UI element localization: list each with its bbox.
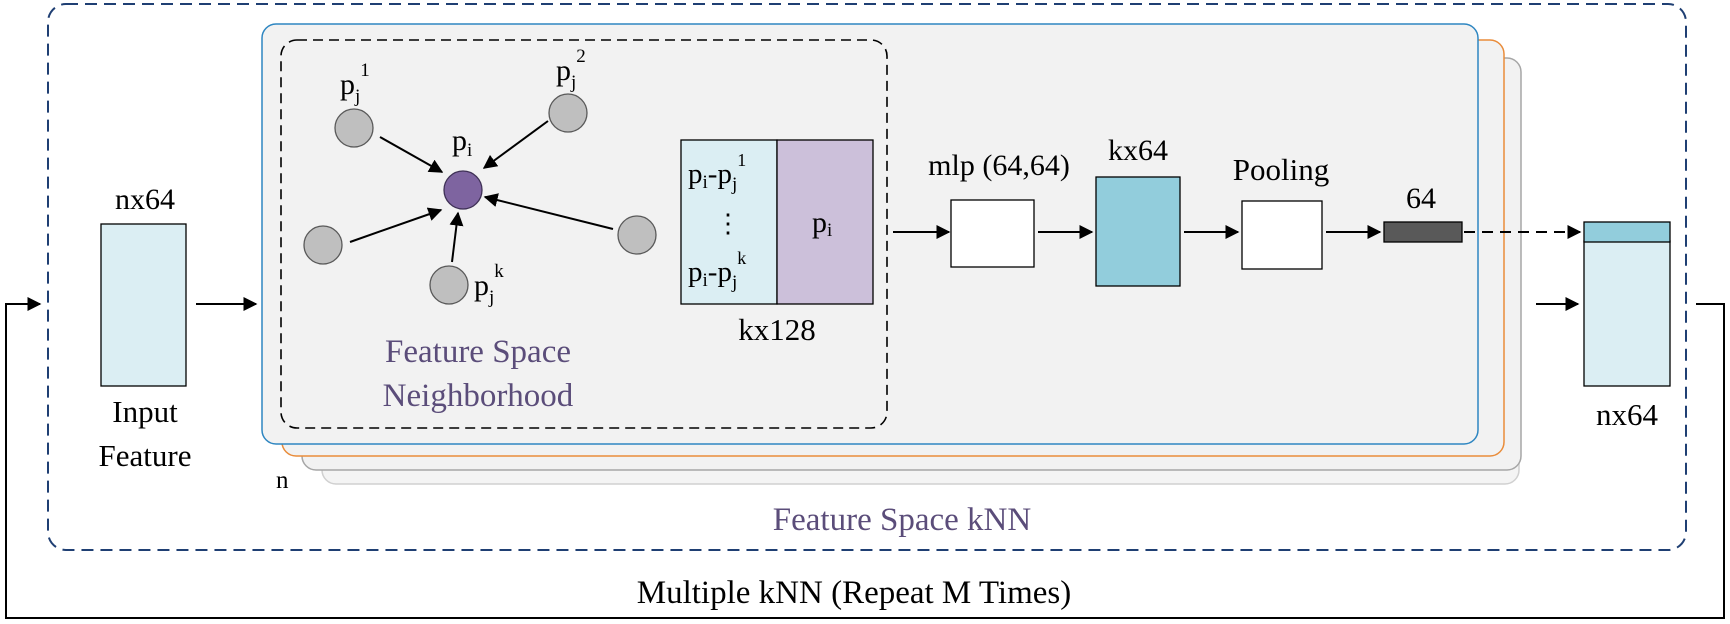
concat-dim-label: kx128 — [738, 312, 816, 347]
mlp-out-dim-label: kx64 — [1108, 134, 1168, 167]
stack-count-label: n — [276, 467, 289, 494]
pooling-block — [1241, 200, 1323, 270]
pooling-label: Pooling — [1233, 152, 1329, 187]
center-feature-label: pi — [812, 206, 832, 241]
knn-module-border — [47, 3, 1687, 551]
mlp-block — [950, 199, 1035, 268]
mlp-output-block — [1095, 176, 1181, 287]
arrow-right — [483, 193, 614, 230]
repeat-loop-line — [5, 297, 1725, 619]
label-pj1: pj1 — [340, 60, 370, 107]
neighborhood-caption-line1: Feature Space — [385, 334, 571, 370]
input-name-line1: Input — [112, 394, 178, 429]
mlp-label: mlp (64,64) — [928, 149, 1070, 182]
output-pooled-row — [1583, 221, 1671, 243]
pooled-dim-label: 64 — [1406, 182, 1436, 215]
repeat-caption: Multiple kNN (Repeat M Times) — [637, 575, 1072, 611]
output-feature-block — [1583, 240, 1671, 387]
label-pi-center: pi — [452, 124, 472, 161]
neighborhood-caption-line2: Neighborhood — [383, 378, 574, 414]
node-left — [303, 225, 343, 265]
diff-bottom-label: pi-pjk — [688, 248, 746, 293]
neighborhood-box — [280, 39, 888, 429]
center-feature-block — [776, 139, 874, 305]
arrow-pjk — [449, 211, 464, 263]
node-pjk — [429, 265, 469, 305]
diff-feature-block — [680, 139, 778, 305]
node-pj2 — [548, 93, 588, 133]
output-dim-label: nx64 — [1596, 397, 1659, 432]
arrow-left — [349, 207, 443, 243]
label-pjk: pjk — [474, 261, 504, 308]
input-dim-label: nx64 — [115, 183, 175, 216]
arrow-pj1 — [379, 136, 444, 173]
diff-top-label: pi-pj1 — [688, 150, 746, 195]
diff-dots: ⋮ — [715, 209, 741, 238]
node-pj1 — [334, 108, 374, 148]
input-feature-block — [100, 223, 187, 387]
knn-module-caption: Feature Space kNN — [773, 502, 1032, 538]
input-name-line2: Feature — [99, 438, 192, 473]
node-center-pi — [443, 170, 483, 210]
arrow-pj2 — [482, 120, 549, 169]
node-right — [617, 215, 657, 255]
label-pj2: pj2 — [556, 46, 586, 93]
pooled-vector — [1383, 221, 1463, 243]
